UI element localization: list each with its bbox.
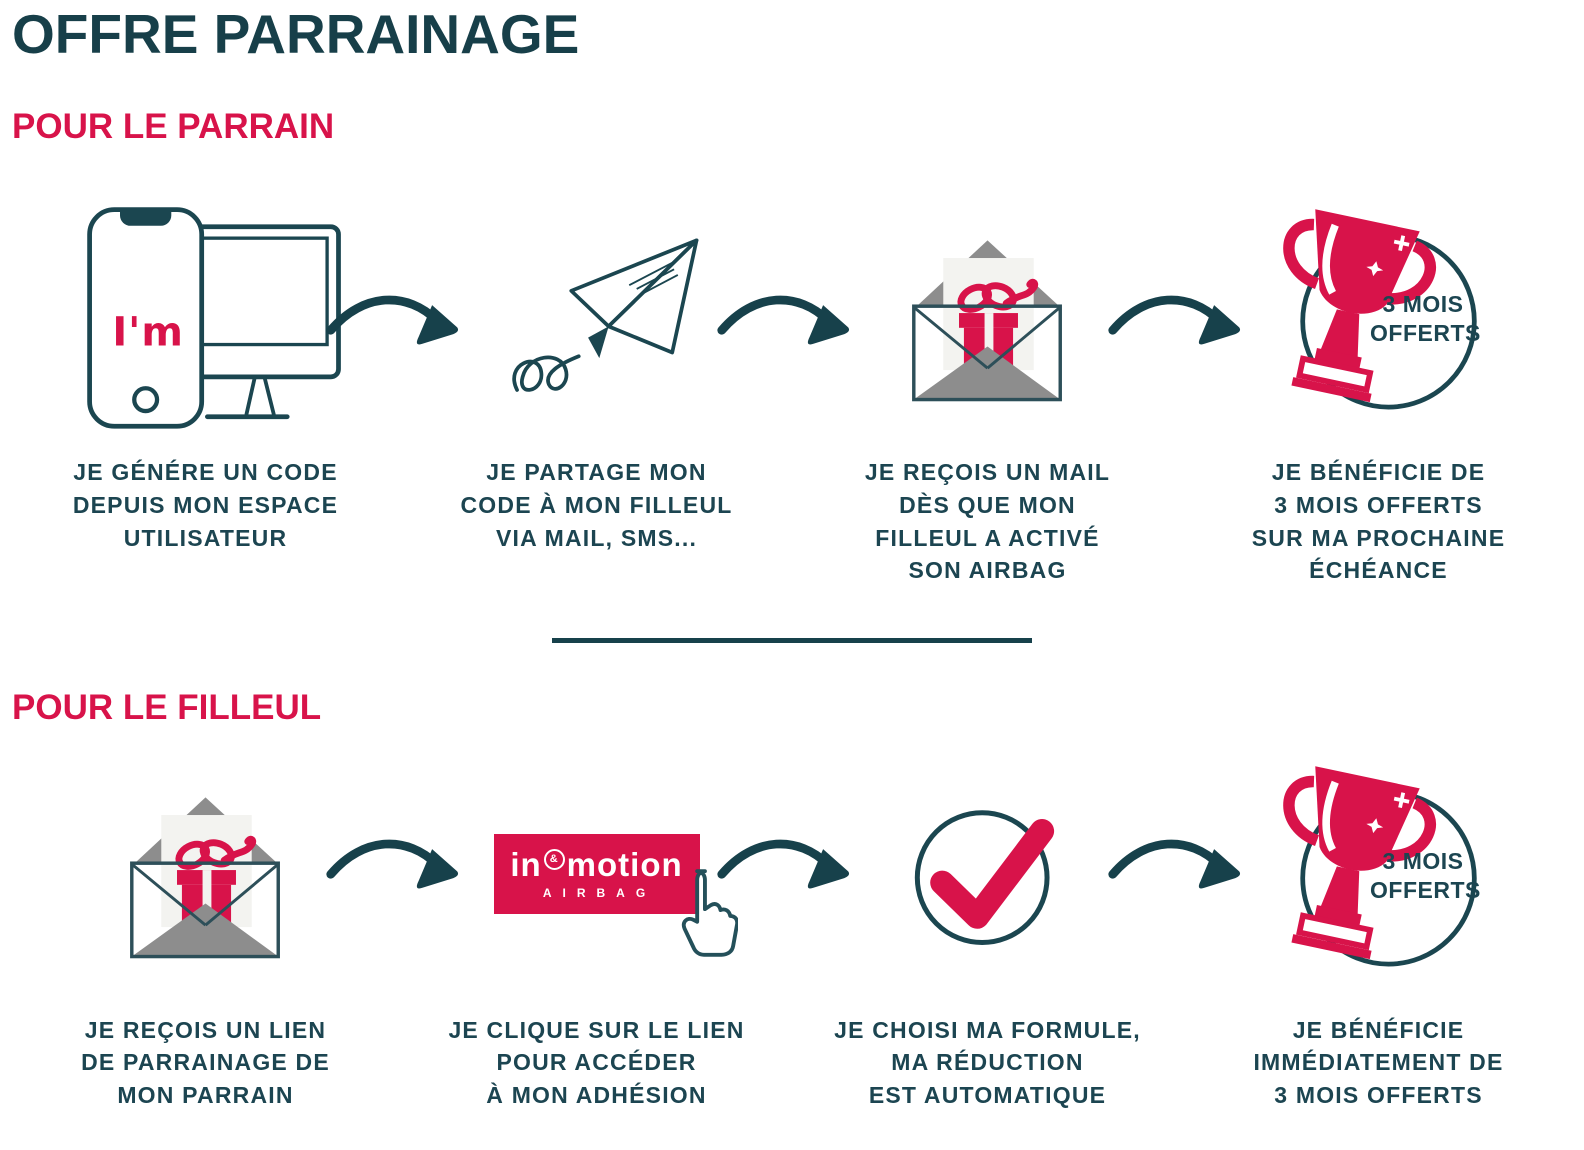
step-share-code: JE PARTAGE MON CODE À MON FILLEUL VIA MA… <box>401 186 792 602</box>
inmotion-logo-button[interactable]: in&motion AIRBAG <box>493 833 700 914</box>
trophy-badge-icon: 3 MOIS OFFERTS <box>1276 212 1481 422</box>
step-caption: JE BÉNÉFICIE IMMÉDIATEMENT DE 3 MOIS OFF… <box>1253 1016 1504 1109</box>
step-receive-link: JE REÇOIS UN LIEN DE PARRAINAGE DE MON P… <box>10 768 401 1112</box>
section-heading-parrain: POUR LE PARRAIN <box>12 106 335 146</box>
check-circle-icon <box>909 791 1067 956</box>
step-caption: JE CLIQUE SUR LE LIEN POUR ACCÉDER À MON… <box>448 1016 745 1109</box>
envelope-gift-icon <box>120 785 292 963</box>
curved-arrow-icon <box>714 282 854 354</box>
paper-plane-icon <box>512 238 699 393</box>
curved-arrow-icon <box>714 826 854 898</box>
brand-ampersand: & <box>543 848 565 870</box>
step-caption: JE REÇOIS UN MAIL DÈS QUE MON FILLEUL A … <box>864 459 1111 584</box>
steps-row-parrain: I'm JE GÉNÉRE UN CODE DEPUIS MON ESPACE … <box>10 186 1574 602</box>
badge-text: 3 MOIS OFFERTS <box>1370 291 1481 346</box>
step-generate-code: I'm JE GÉNÉRE UN CODE DEPUIS MON ESPACE … <box>10 186 401 602</box>
envelope-gift-icon <box>902 228 1074 406</box>
section-divider <box>552 638 1032 644</box>
airbag-text: AIRBAG <box>542 885 657 900</box>
badge-text: 3 MOIS OFFERTS <box>1370 847 1481 903</box>
curved-arrow-icon <box>323 282 463 354</box>
steps-row-filleul: JE REÇOIS UN LIEN DE PARRAINAGE DE MON P… <box>10 768 1574 1112</box>
step-choose-plan: JE CHOISI MA FORMULE, MA RÉDUCTION EST A… <box>792 768 1183 1112</box>
step-reward: 3 MOIS OFFERTS JE BÉNÉFICIE DE 3 MOIS OF… <box>1183 186 1574 602</box>
curved-arrow-icon <box>1105 826 1245 898</box>
step-caption: JE CHOISI MA FORMULE, MA RÉDUCTION EST A… <box>834 1016 1141 1109</box>
phone-screen-logo: I'm <box>112 310 183 356</box>
step-click-link: in&motion AIRBAG JE CLIQUE SUR LE LIEN P… <box>401 768 792 1112</box>
brand-left: in <box>510 845 542 883</box>
step-caption: JE BÉNÉFICIE DE 3 MOIS OFFERTS SUR MA PR… <box>1251 459 1506 584</box>
brand-text: in&motion <box>510 848 682 881</box>
trophy-badge-icon: 3 MOIS OFFERTS <box>1276 769 1481 979</box>
step-receive-mail: JE REÇOIS UN MAIL DÈS QUE MON FILLEUL A … <box>792 186 1183 602</box>
step-caption: JE REÇOIS UN LIEN DE PARRAINAGE DE MON P… <box>81 1016 330 1109</box>
curved-arrow-icon <box>1105 282 1245 354</box>
page-title: OFFRE PARRAINAGE <box>12 3 580 65</box>
step-caption: JE GÉNÉRE UN CODE DEPUIS MON ESPACE UTIL… <box>72 459 339 551</box>
step-reward-immediate: 3 MOIS OFFERTS JE BÉNÉFICIE IMMÉDIATEMEN… <box>1183 768 1574 1112</box>
section-heading-filleul: POUR LE FILLEUL <box>12 688 322 728</box>
curved-arrow-icon <box>323 826 463 898</box>
infographic: OFFRE PARRAINAGE POUR LE PARRAIN I'm JE … <box>10 3 1574 1112</box>
step-caption: JE PARTAGE MON CODE À MON FILLEUL VIA MA… <box>460 459 733 551</box>
phone-computer-icon: I'm <box>63 192 348 442</box>
brand-right: motion <box>566 845 683 883</box>
